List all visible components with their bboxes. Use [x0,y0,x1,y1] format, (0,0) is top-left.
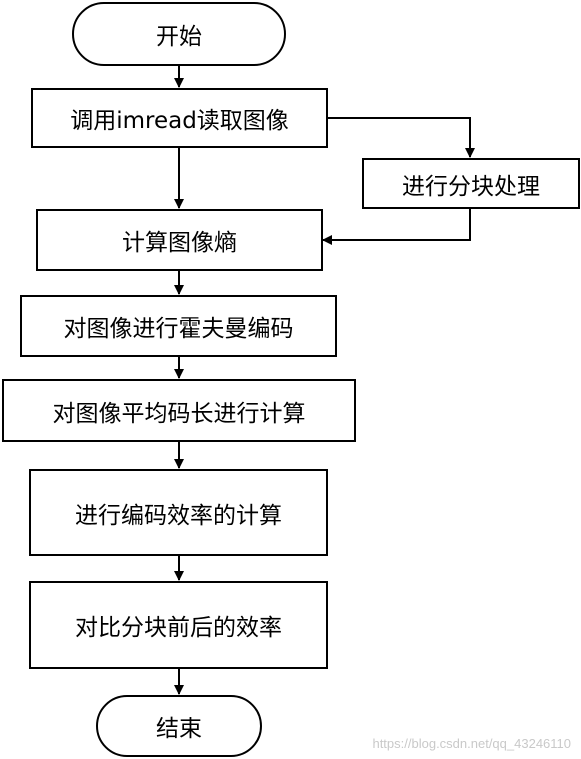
step-average-code-length: 对图像平均码长进行计算 [2,379,356,442]
step-compare-efficiency: 对比分块前后的效率 [29,581,328,669]
step-image-entropy: 计算图像熵 [36,209,323,271]
step-block-processing: 进行分块处理 [362,158,580,209]
arrow-imread-to-branch [328,117,475,158]
step-coding-efficiency: 进行编码效率的计算 [29,469,328,556]
step-read-image: 调用imread读取图像 [31,88,328,148]
start-node: 开始 [72,2,286,66]
step-huffman-coding: 对图像进行霍夫曼编码 [20,295,337,357]
watermark-url: https://blog.csdn.net/qq_43246110 [372,736,571,751]
arrow-branch-to-entropy [322,209,471,245]
end-node: 结束 [96,695,262,757]
